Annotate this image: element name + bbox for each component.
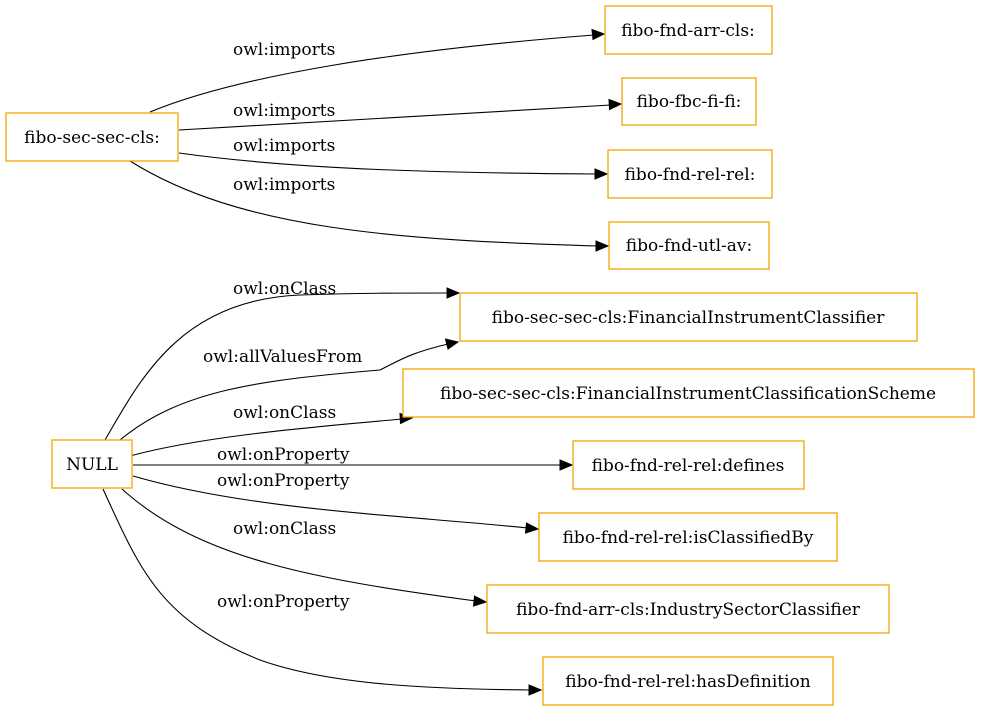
- edge-onproperty-defines: owl:onProperty: [133, 445, 574, 471]
- node-industry-sector-classifier[interactable]: fibo-fnd-arr-cls:IndustrySectorClassifie…: [486, 584, 890, 634]
- node-label: fibo-fnd-rel-rel:isClassifiedBy: [563, 528, 814, 548]
- node-label: fibo-fbc-fi-fi:: [637, 92, 742, 112]
- edge-label: owl:onProperty: [217, 592, 350, 612]
- edge-imports-fbc-fi: owl:imports: [178, 98, 623, 131]
- edge-label: owl:allValuesFrom: [203, 347, 362, 367]
- node-label: fibo-fnd-rel-rel:: [625, 165, 756, 185]
- edge-onclass-fin-classifier: owl:onClass: [104, 279, 461, 441]
- edge-imports-arr-cls: owl:imports: [149, 28, 606, 113]
- node-label: fibo-fnd-arr-cls:: [621, 21, 755, 41]
- edge-label: owl:onProperty: [217, 445, 350, 465]
- node-financial-instrument-classifier[interactable]: fibo-sec-sec-cls:FinancialInstrumentClas…: [459, 292, 918, 342]
- node-label: fibo-fnd-utl-av:: [626, 236, 753, 256]
- edge-label: owl:onClass: [233, 279, 336, 299]
- edge-imports-rel-rel: owl:imports: [178, 136, 609, 180]
- edge-label: owl:onProperty: [217, 471, 350, 491]
- edge-label: owl:imports: [233, 136, 335, 156]
- edge-label: owl:imports: [233, 101, 335, 121]
- node-fibo-fbc-fi-fi[interactable]: fibo-fbc-fi-fi:: [621, 77, 757, 126]
- edge-label: owl:onClass: [233, 519, 336, 539]
- node-financial-instrument-classification-scheme[interactable]: fibo-sec-sec-cls:FinancialInstrumentClas…: [402, 368, 975, 418]
- edge-imports-utl-av: owl:imports: [129, 160, 610, 252]
- node-is-classified-by[interactable]: fibo-fnd-rel-rel:isClassifiedBy: [538, 512, 838, 562]
- node-label: NULL: [66, 455, 118, 475]
- edge-label: owl:onClass: [233, 403, 336, 423]
- edge-allvaluesfrom-fin-classifier: owl:allValuesFrom: [119, 338, 460, 441]
- node-label: fibo-sec-sec-cls:FinancialInstrumentClas…: [440, 384, 936, 404]
- node-label: fibo-sec-sec-cls:: [24, 128, 160, 148]
- edge-onproperty-is-classified-by: owl:onProperty: [132, 471, 540, 534]
- node-null[interactable]: NULL: [51, 439, 133, 489]
- node-defines[interactable]: fibo-fnd-rel-rel:defines: [572, 440, 805, 490]
- node-fibo-fnd-arr-cls[interactable]: fibo-fnd-arr-cls:: [604, 5, 773, 55]
- edge-onclass-industry-sector: owl:onClass: [121, 488, 488, 607]
- edge-onproperty-has-definition: owl:onProperty: [102, 488, 543, 696]
- node-label: fibo-sec-sec-cls:FinancialInstrumentClas…: [492, 308, 886, 328]
- node-label: fibo-fnd-arr-cls:IndustrySectorClassifie…: [516, 600, 861, 620]
- node-fibo-fnd-utl-av[interactable]: fibo-fnd-utl-av:: [608, 221, 770, 270]
- node-label: fibo-fnd-rel-rel:hasDefinition: [565, 672, 811, 692]
- node-fibo-sec-sec-cls[interactable]: fibo-sec-sec-cls:: [5, 112, 179, 162]
- edge-label: owl:imports: [233, 40, 335, 60]
- node-label: fibo-fnd-rel-rel:defines: [592, 456, 785, 476]
- edge-label: owl:imports: [233, 175, 335, 195]
- node-has-definition[interactable]: fibo-fnd-rel-rel:hasDefinition: [542, 656, 834, 706]
- node-fibo-fnd-rel-rel[interactable]: fibo-fnd-rel-rel:: [607, 149, 773, 199]
